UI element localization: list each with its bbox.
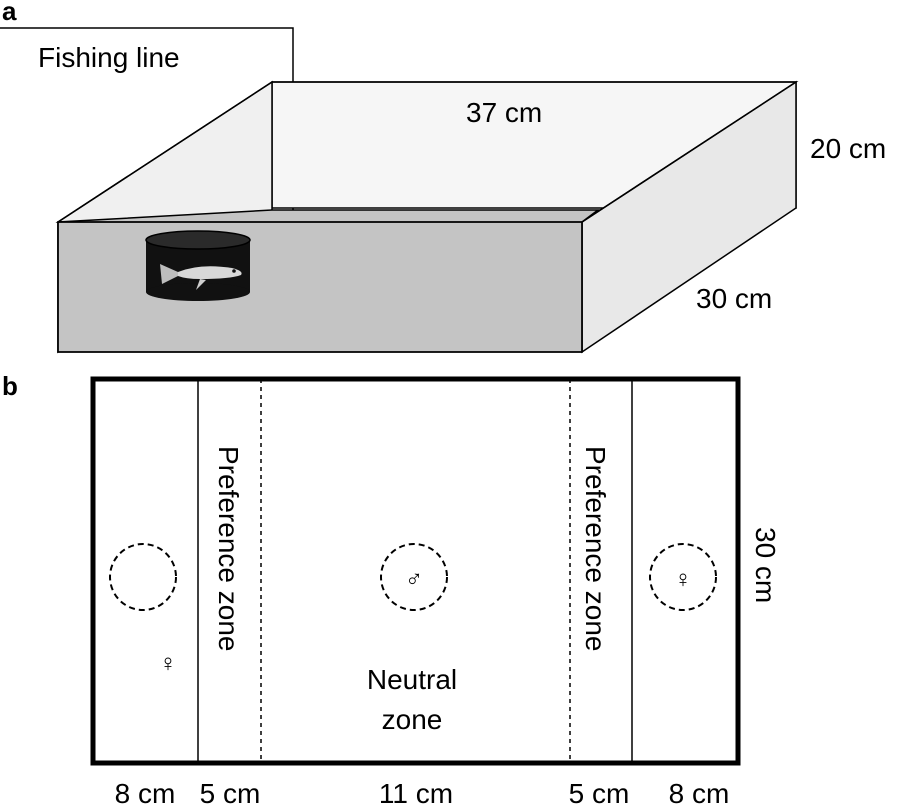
- center-male-symbol: ♂: [405, 566, 423, 593]
- panel-a: a Fishing line 37 cm 20 cm 30 cm: [0, 0, 886, 354]
- arena-outline: [90, 376, 741, 766]
- dim-left-outer: 8 cm: [115, 778, 176, 808]
- right-preference-zone-label: Preference zone: [580, 446, 611, 651]
- panel-b: b Preference zone Preference zone ♀ ♂ ♀ …: [2, 371, 781, 808]
- left-female-symbol: ♀: [159, 650, 177, 677]
- tank-floor: [57, 209, 601, 353]
- tank-height-label: 20 cm: [810, 133, 886, 164]
- fishing-line-label: Fishing line: [38, 42, 180, 73]
- panel-b-label: b: [2, 371, 18, 401]
- right-cylinder-position: [649, 543, 717, 611]
- tank-front-wall: [57, 221, 583, 353]
- left-preference-zone-label: Preference zone: [213, 446, 244, 651]
- dim-neutral: 11 cm: [379, 778, 453, 808]
- arena-width-label: 30 cm: [750, 527, 781, 603]
- tank-length-label: 37 cm: [466, 97, 542, 128]
- dim-right-outer: 8 cm: [669, 778, 730, 808]
- neutral-zone-label-line2: zone: [382, 704, 443, 735]
- left-cylinder-position: [109, 543, 177, 611]
- dim-right-preference: 5 cm: [569, 778, 630, 808]
- tank-width-label: 30 cm: [696, 283, 772, 314]
- fish-cylinder: [145, 230, 251, 301]
- right-female-symbol: ♀: [674, 566, 692, 593]
- fish-icon: [160, 264, 242, 290]
- neutral-zone-label-line1: Neutral: [367, 664, 457, 695]
- center-cylinder-position: [380, 543, 448, 611]
- dim-left-preference: 5 cm: [200, 778, 261, 808]
- panel-a-label: a: [2, 0, 17, 26]
